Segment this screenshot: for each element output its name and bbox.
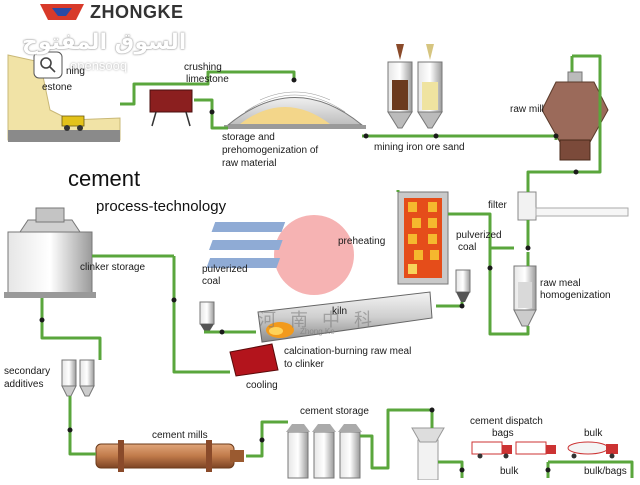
watermark-chinese: 河南中科 xyxy=(258,310,386,331)
label-storage-3: raw material xyxy=(222,158,277,169)
label-mining-top: ning xyxy=(66,66,85,77)
raw-mill-illustration xyxy=(541,71,609,161)
label-filter: filter xyxy=(488,200,507,211)
label-bulk-bottom: bulk xyxy=(500,466,519,477)
label-raw-meal-1: raw meal xyxy=(540,278,581,289)
label-cooling: cooling xyxy=(246,380,278,391)
label-raw-mill: raw mill xyxy=(510,104,544,115)
image-search-icon xyxy=(33,51,63,79)
pulverized-coal-left-hopper xyxy=(199,301,215,332)
center-logo-watermark xyxy=(206,215,354,295)
diagram-subtitle: process-technology xyxy=(96,198,227,215)
label-pulverized-right-2: coal xyxy=(458,242,477,253)
dispatch-bag-truck-icon xyxy=(471,441,556,459)
packing-plant xyxy=(411,427,445,481)
filter-illustration xyxy=(517,191,629,221)
label-preheating: preheating xyxy=(338,236,386,247)
watermark-latin-small: Zhong Ke xyxy=(300,327,335,336)
rotary-kiln xyxy=(257,291,433,343)
preheater-tower xyxy=(397,191,449,285)
crusher-illustration xyxy=(149,89,193,127)
label-pulverized-left-2: coal xyxy=(202,276,221,287)
bulk-truck-icon xyxy=(567,441,618,459)
watermark-arabic: السوق المفتوح xyxy=(22,30,187,55)
label-crushing-1: crushing xyxy=(184,62,222,73)
raw-meal-silo xyxy=(513,265,537,327)
label-secondary-2: additives xyxy=(4,379,44,390)
label-pulverized-left-1: pulverized xyxy=(202,264,248,275)
flow-nodes xyxy=(39,77,579,473)
storage-dome-illustration xyxy=(224,91,366,129)
label-dispatch-1: cement dispatch xyxy=(470,416,543,427)
label-clinker-storage: clinker storage xyxy=(80,262,146,273)
brand-name: ZHONGKE xyxy=(90,2,184,22)
clinker-storage-silo xyxy=(4,207,96,298)
label-calcination-1: calcination-burning raw meal xyxy=(284,346,412,357)
watermark-latin: opensooq xyxy=(70,58,128,73)
clinker-cooler xyxy=(229,343,279,377)
secondary-additives-hoppers xyxy=(61,359,95,397)
label-crushing-2: limestone xyxy=(186,74,229,85)
iron-sand-hoppers xyxy=(387,44,443,129)
label-storage-2: prehomogenization of xyxy=(222,145,319,156)
label-dispatch-2: bags xyxy=(492,428,514,439)
label-raw-meal-2: homogenization xyxy=(540,290,611,301)
label-kiln: kiln xyxy=(332,306,348,317)
label-storage-1: storage and xyxy=(222,132,275,143)
label-bulk-top: bulk xyxy=(584,428,603,439)
cement-mill-illustration xyxy=(95,440,244,472)
label-calcination-2: to clinker xyxy=(284,359,325,370)
cement-storage-silos xyxy=(286,424,362,479)
flow-pipes xyxy=(40,54,634,478)
label-cement-storage: cement storage xyxy=(300,406,369,417)
label-mining-bottom: estone xyxy=(42,82,73,93)
label-mining-iron: mining iron ore sand xyxy=(374,142,465,153)
zhongke-logo-icon xyxy=(40,4,84,20)
label-secondary-1: secondary xyxy=(4,366,51,377)
label-bulk-bags: bulk/bags xyxy=(584,466,627,477)
diagram-title: cement xyxy=(68,166,141,191)
label-pulverized-right-1: pulverized xyxy=(456,230,502,241)
label-cement-mills: cement mills xyxy=(152,430,208,441)
pulverized-coal-right-hopper xyxy=(455,269,471,302)
